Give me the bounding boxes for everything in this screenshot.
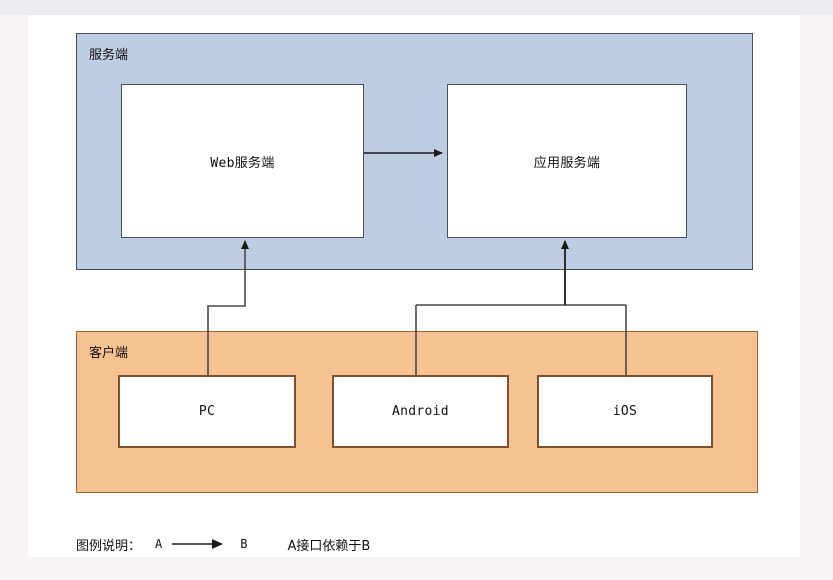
node-pc-label: PC: [198, 404, 216, 419]
node-app-server[interactable]: 应用服务端: [447, 84, 687, 238]
node-android-label: Android: [392, 404, 449, 419]
legend-target-label: B: [240, 537, 248, 551]
legend-description: A接口依赖于B: [287, 538, 371, 554]
window-top-strip: [0, 0, 833, 15]
node-ios-label: iOS: [612, 404, 638, 419]
node-android[interactable]: Android: [332, 375, 509, 448]
legend-title: 图例说明：: [76, 538, 142, 554]
node-ios[interactable]: iOS: [537, 375, 713, 448]
group-client-title: 客户端: [89, 346, 129, 361]
legend: 图例说明： A B A接口依赖于B: [76, 531, 370, 557]
document-page: 服务端 客户端: [28, 15, 800, 557]
node-pc[interactable]: PC: [118, 375, 296, 448]
legend-source-label: A: [155, 537, 163, 551]
diagram-canvas: 服务端 客户端: [28, 15, 800, 557]
node-web-server-label: Web服务端: [210, 155, 275, 171]
legend-arrow-icon: [170, 538, 232, 550]
group-server-title: 服务端: [89, 48, 129, 63]
node-app-server-label: 应用服务端: [533, 155, 601, 171]
node-web-server[interactable]: Web服务端: [121, 84, 364, 238]
